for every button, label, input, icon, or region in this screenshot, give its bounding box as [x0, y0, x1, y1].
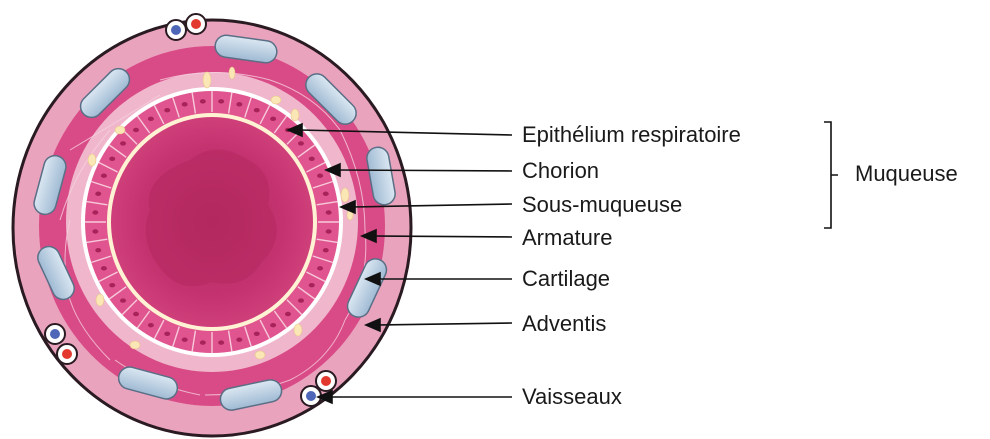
cell-nucleus: [270, 117, 276, 121]
cell-nucleus: [317, 266, 323, 270]
cell-nucleus: [309, 157, 315, 161]
cell-nucleus: [323, 192, 329, 196]
cell-nucleus: [92, 210, 98, 214]
label-vaisseaux: Vaisseaux: [522, 384, 622, 410]
cell-nucleus: [148, 117, 154, 121]
cell-nucleus: [120, 298, 126, 302]
cell-nucleus: [317, 173, 323, 177]
cell-nucleus: [92, 229, 98, 233]
cell-nucleus: [298, 141, 304, 145]
cell-nucleus: [298, 298, 304, 302]
muqueuse-bracket: [824, 122, 838, 228]
cell-nucleus: [323, 248, 329, 252]
label-muqueuse: Muqueuse: [855, 161, 958, 187]
cell-nucleus: [133, 312, 139, 316]
cell-nucleus: [109, 283, 115, 287]
cell-nucleus: [95, 248, 101, 252]
cell-nucleus: [182, 337, 188, 341]
cell-nucleus: [309, 283, 315, 287]
cell-nucleus: [148, 323, 154, 327]
cell-nucleus: [236, 337, 242, 341]
cell-nucleus: [270, 323, 276, 327]
label-armature: Armature: [522, 225, 612, 251]
cell-nucleus: [182, 102, 188, 106]
cell-nucleus: [200, 99, 206, 103]
cell-nucleus: [236, 102, 242, 106]
label-epithelium: Epithélium respiratoire: [522, 122, 741, 148]
cell-nucleus: [200, 340, 206, 344]
cell-nucleus: [285, 312, 291, 316]
cell-nucleus: [133, 128, 139, 132]
cell-nucleus: [120, 141, 126, 145]
cell-nucleus: [254, 108, 260, 112]
cell-nucleus: [326, 210, 332, 214]
cell-nucleus: [101, 266, 107, 270]
cell-nucleus: [101, 173, 107, 177]
label-sous-muqueuse: Sous-muqueuse: [522, 192, 682, 218]
cell-nucleus: [109, 157, 115, 161]
cell-nucleus: [164, 332, 170, 336]
cell-nucleus: [326, 229, 332, 233]
label-adventis: Adventis: [522, 311, 606, 337]
label-cartilage: Cartilage: [522, 266, 610, 292]
cell-nucleus: [218, 340, 224, 344]
cell-nucleus: [254, 332, 260, 336]
label-chorion: Chorion: [522, 158, 599, 184]
cell-nucleus: [95, 192, 101, 196]
cell-nucleus: [218, 99, 224, 103]
cell-nucleus: [164, 108, 170, 112]
